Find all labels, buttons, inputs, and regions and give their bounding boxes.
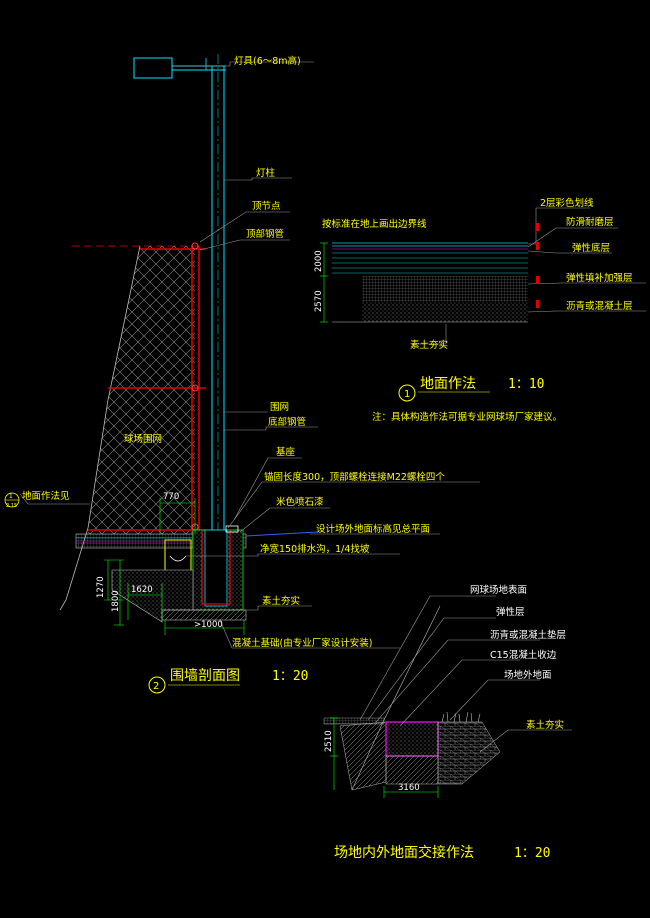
label-outside: 场地外地面 xyxy=(504,669,552,681)
label-concrete-footing: 混凝土基础(由专业厂家设计安装) xyxy=(232,637,372,649)
ground-asphalt xyxy=(362,302,528,322)
label-stone-paint: 米色喷石漆 xyxy=(276,496,324,508)
fence-leaders xyxy=(19,61,480,649)
svg-text:2: 2 xyxy=(153,681,159,692)
svg-text:场地内外地面交接作法: 场地内外地面交接作法 xyxy=(334,844,474,861)
fence-section: 灯具(6～8m高) 灯柱 顶节点 顶部钢管 围网 底部钢管 基座 锚固长度300… xyxy=(4,54,480,694)
label-pole: 灯柱 xyxy=(256,167,276,179)
label-boundary: 按标准在地上画出边界线 xyxy=(322,218,427,230)
ground-elastic-fill xyxy=(362,276,528,302)
label-soil-ground: 素土夯实 xyxy=(410,339,448,351)
dim-1000: >1000 xyxy=(194,620,223,630)
label-top-pipe: 顶部钢管 xyxy=(246,228,284,240)
ground-note: 注：具体构造作法可据专业网球场厂家建议。 xyxy=(372,411,562,423)
ground-section-title: 1 地面作法 1：10 xyxy=(398,376,544,402)
label-anti-slip: 防滑耐磨层 xyxy=(566,216,614,228)
lamp-head xyxy=(133,57,173,79)
label-lamp: 灯具(6～8m高) xyxy=(234,55,301,67)
ground-section: 按标准在地上画出边界线 2000 2570 xyxy=(314,197,646,423)
ground-layer-lines xyxy=(332,242,528,274)
svg-text:1：20: 1：20 xyxy=(272,669,308,684)
label-bottom-pipe: 底部钢管 xyxy=(268,416,306,428)
label-ground-ref: 地面作法见 xyxy=(22,490,70,502)
ground-ref-bubble: 1 2.15 xyxy=(4,492,20,509)
label-asphalt-cushion: 沥青或混凝土垫层 xyxy=(490,629,566,641)
fence-section-title: 2 围墙剖面图 1：20 xyxy=(148,668,308,694)
junction-section: 2510 3160 网球场地表面 弹性层 沥青或混凝土垫层 C15混凝土收边 场… xyxy=(323,584,572,861)
label-c15-edge: C15混凝土收边 xyxy=(490,649,557,661)
junction-outside-ground xyxy=(437,721,501,785)
dim-2570: 2570 xyxy=(314,290,324,312)
fence-dimensions xyxy=(104,498,245,635)
dim-770: 770 xyxy=(163,492,179,502)
dim-1620: 1620 xyxy=(131,585,153,595)
label-elastic: 弹性层 xyxy=(496,606,525,618)
dim-2000: 2000 xyxy=(314,250,324,272)
svg-text:围墙剖面图: 围墙剖面图 xyxy=(170,668,240,684)
label-surface: 网球场地表面 xyxy=(470,584,527,596)
junction-soil xyxy=(339,721,387,791)
dim-2510: 2510 xyxy=(324,730,334,752)
label-compacted-soil: 素土夯实 xyxy=(262,595,300,607)
dim-1800: 1800 xyxy=(111,590,121,612)
label-asphalt: 沥青或混凝土层 xyxy=(566,300,633,312)
label-net: 围网 xyxy=(270,402,289,413)
svg-text:1：20: 1：20 xyxy=(514,846,550,861)
junction-section-title: 场地内外地面交接作法 1：20 xyxy=(334,844,550,861)
svg-text:1: 1 xyxy=(9,493,13,500)
label-court-fence: 球场围网 xyxy=(124,433,162,445)
label-elastic-base: 弹性底层 xyxy=(572,242,610,254)
dim-1270: 1270 xyxy=(96,576,106,598)
label-base: 基座 xyxy=(276,446,296,458)
label-elastic-fill: 弹性填补加强层 xyxy=(566,272,633,284)
label-anchor: 锚固长度300，顶部螺栓连接M22螺栓四个 xyxy=(264,471,445,483)
fence-net xyxy=(88,246,195,534)
dim-3160: 3160 xyxy=(398,783,420,793)
label-outside-ground: 设计场外地面标高见总平面 xyxy=(316,523,430,535)
c15-edge xyxy=(385,721,439,757)
svg-text:1：10: 1：10 xyxy=(508,377,544,392)
label-drain: 净宽150排水沟，1/4找坡 xyxy=(260,543,370,555)
svg-text:地面作法: 地面作法 xyxy=(420,376,476,392)
label-soil-junction: 素土夯实 xyxy=(526,719,564,731)
svg-text:2.15: 2.15 xyxy=(6,503,17,509)
label-top-node: 顶节点 xyxy=(252,201,281,212)
label-lines: 2层彩色划线 xyxy=(540,197,594,209)
svg-text:1: 1 xyxy=(404,389,410,400)
